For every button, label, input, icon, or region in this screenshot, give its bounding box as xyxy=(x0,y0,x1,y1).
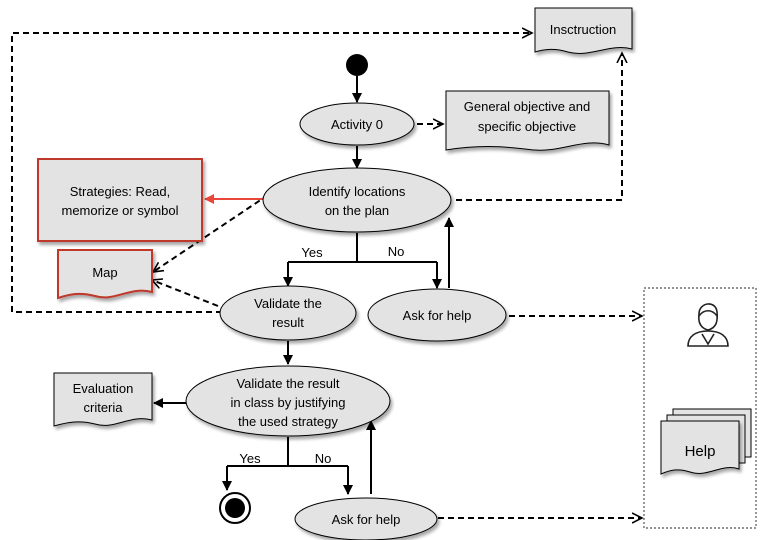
no-label-2: No xyxy=(315,451,332,466)
ask-help-label-1: Ask for help xyxy=(403,308,472,323)
evaluation-label-1: Evaluation xyxy=(73,381,134,396)
evaluation-node: Evaluation criteria xyxy=(53,372,153,427)
objective-label-1: General objective and xyxy=(464,99,590,114)
yes-label-1: Yes xyxy=(301,245,323,260)
ask-help-node-1: Ask for help xyxy=(367,288,507,342)
dashed-edges xyxy=(11,33,642,518)
validate-class-label-2: in class by justifying xyxy=(231,395,346,410)
evaluation-label-2: criteria xyxy=(83,400,123,415)
map-node: Map xyxy=(57,249,153,300)
strategies-node: Strategies: Read, memorize or symbol xyxy=(37,158,203,242)
strategies-label-1: Strategies: Read, xyxy=(70,184,170,199)
start-node xyxy=(346,54,368,76)
activity0-node: Activity 0 xyxy=(299,102,415,146)
strategies-label-2: memorize or symbol xyxy=(61,203,178,218)
instruction-node: Insctruction xyxy=(534,7,633,54)
map-label: Map xyxy=(92,265,117,280)
person-icon xyxy=(687,303,729,347)
validate-class-label-3: the used strategy xyxy=(238,414,338,429)
validate-label-1: Validate the xyxy=(254,296,322,311)
ask-help-node-2: Ask for help xyxy=(294,497,438,540)
end-node xyxy=(219,492,251,524)
identify-label-2: on the plan xyxy=(325,203,389,218)
validate-label-2: result xyxy=(272,315,304,330)
objective-node: General objective and specific objective xyxy=(445,90,610,151)
activity0-label: Activity 0 xyxy=(331,117,383,132)
help-node: Help xyxy=(660,408,752,475)
yes-label-2: Yes xyxy=(239,451,261,466)
objective-label-2: specific objective xyxy=(478,119,576,134)
solid-edges xyxy=(153,76,454,495)
identify-node: Identify locations on the plan xyxy=(262,167,452,233)
validate-class-node: Validate the result in class by justifyi… xyxy=(185,365,391,437)
ask-help-label-2: Ask for help xyxy=(332,512,401,527)
instruction-label: Insctruction xyxy=(550,22,616,37)
help-panel xyxy=(643,287,757,529)
validate-node: Validate the result xyxy=(219,285,357,341)
identify-label-1: Identify locations xyxy=(309,184,406,199)
no-label-1: No xyxy=(388,244,405,259)
help-label: Help xyxy=(685,443,716,460)
validate-class-label-1: Validate the result xyxy=(236,376,339,391)
